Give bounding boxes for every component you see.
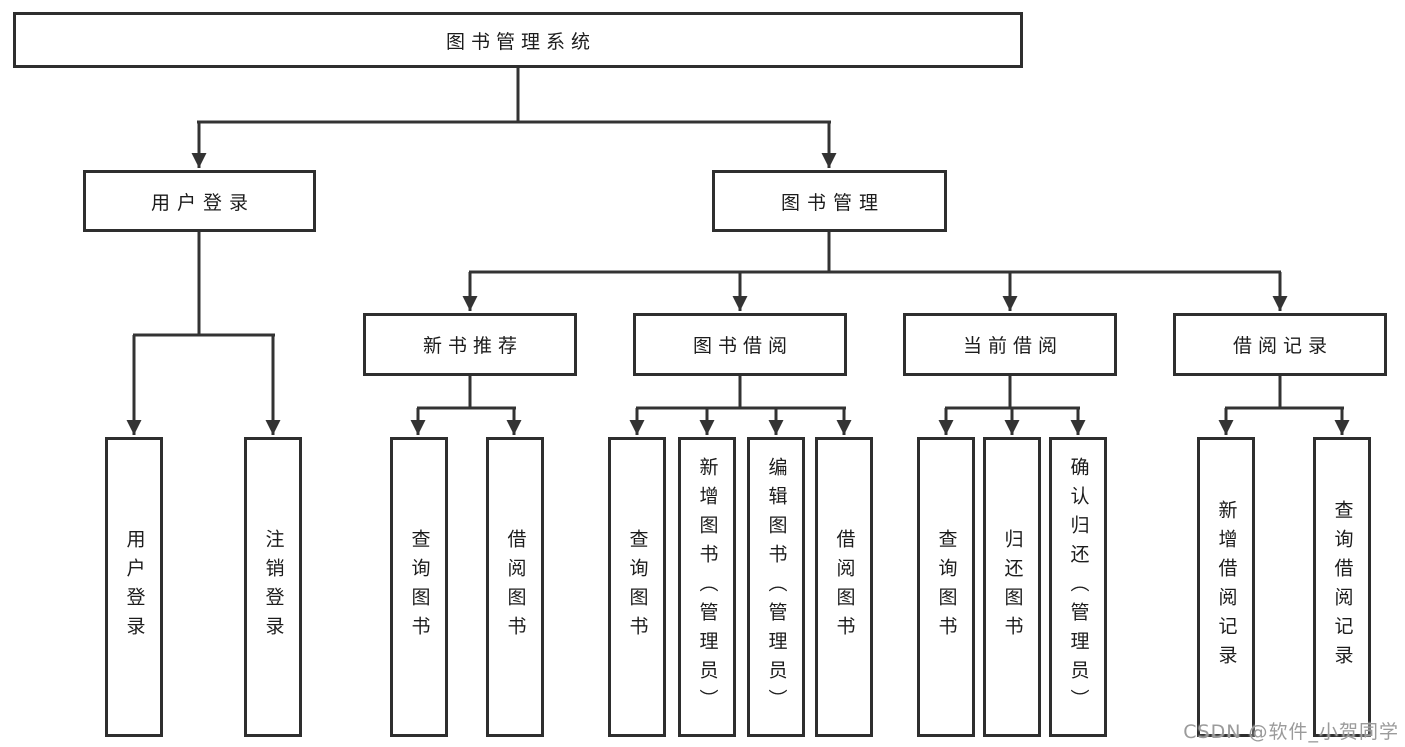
leaf-add-borrow-record: 新增借阅记录: [1197, 437, 1255, 737]
node-current-borrowing: 当前借阅: [903, 313, 1117, 376]
leaf-confirm-return-admin: 确认归还（管理员）: [1049, 437, 1107, 737]
leaf-query-books-borrowing: 查询图书: [608, 437, 666, 737]
leaf-user-login: 用户登录: [105, 437, 163, 737]
node-book-borrowing: 图书借阅: [633, 313, 847, 376]
leaf-return-books: 归还图书: [983, 437, 1041, 737]
csdn-watermark: CSDN @软件_小贺同学: [1183, 721, 1399, 743]
leaf-query-books-recommend: 查询图书: [390, 437, 448, 737]
node-library-management-system: 图书管理系统: [13, 12, 1023, 68]
node-new-book-recommend: 新书推荐: [363, 313, 577, 376]
node-book-management: 图书管理: [712, 170, 947, 232]
leaf-logout-login: 注销登录: [244, 437, 302, 737]
leaf-edit-book-admin: 编辑图书（管理员）: [747, 437, 805, 737]
leaf-borrow-books-recommend: 借阅图书: [486, 437, 544, 737]
leaf-query-borrow-record: 查询借阅记录: [1313, 437, 1371, 737]
leaf-add-book-admin: 新增图书（管理员）: [678, 437, 736, 737]
node-user-login: 用户登录: [83, 170, 316, 232]
node-borrowing-records: 借阅记录: [1173, 313, 1387, 376]
leaf-borrow-books-borrowing: 借阅图书: [815, 437, 873, 737]
leaf-query-books-current: 查询图书: [917, 437, 975, 737]
